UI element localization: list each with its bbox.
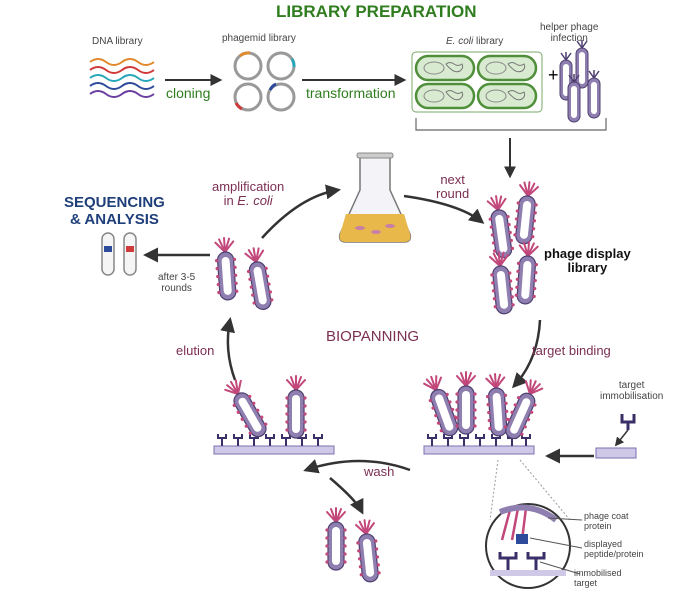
plus-sign: + (548, 65, 559, 85)
phagemid-library-graphic (233, 51, 296, 112)
sequencing-analysis-title: SEQUENCING & ANALYSIS (64, 194, 165, 228)
dna-library-label: DNA library (92, 36, 143, 47)
ecoli-italic: E. coli (446, 36, 474, 47)
ecoli-library-graphic (411, 51, 543, 113)
transformation-label: transformation (306, 85, 396, 101)
target-immobilisation-label: target immobilisation (600, 380, 664, 402)
library-bracket (415, 118, 607, 131)
amplification-line1: amplification (212, 179, 285, 194)
sequencing-tubes-icon (101, 232, 137, 276)
dna-library-graphic (89, 58, 155, 98)
phage-display-library-graphic (484, 179, 542, 316)
phage-coat-protein-label: phage coat protein (584, 511, 629, 531)
phagemid-library-label: phagemid library (222, 33, 296, 44)
washed-phages-graphic (324, 507, 383, 584)
cloning-label: cloning (166, 85, 211, 101)
ecoli-library-label: E. coli library (446, 36, 503, 47)
next-round-label: next round (436, 172, 470, 202)
helper-phage-graphic (559, 39, 601, 123)
target-binding-label: target binding (532, 343, 611, 358)
amplification-ecoli: E. coli (237, 193, 273, 209)
displayed-peptide-label: displayed peptide/protein (584, 539, 644, 559)
amplification-label: amplification in E. coli (212, 179, 285, 209)
wash-label: wash (364, 464, 395, 479)
amplification-phages-graphic (212, 236, 276, 313)
elution-surface-graphic (213, 375, 335, 455)
amplification-in: in (223, 193, 238, 209)
wash-down-arrow (329, 477, 364, 515)
flask-icon (338, 152, 412, 243)
target-binding-arrow (511, 319, 542, 389)
after-rounds-label: after 3-5 rounds (158, 272, 196, 294)
zoom-detail-graphic (485, 459, 583, 589)
biopanning-title: BIOPANNING (326, 328, 420, 345)
phage-display-library-label: phage display library (544, 246, 631, 276)
wash-arrow (303, 459, 411, 474)
library-preparation-title: LIBRARY PREPARATION (276, 2, 477, 21)
immobilised-target-label: immobilised target (574, 568, 622, 588)
next-round-arrow (403, 194, 485, 224)
elution-label: elution (176, 343, 215, 358)
binding-surface-graphic (420, 371, 547, 455)
to-flask-arrow (261, 184, 341, 239)
amplification-line2: in E. coli (212, 194, 284, 208)
ecoli-library-rest: library (473, 36, 504, 47)
target-immobilisation-graphic (595, 414, 637, 459)
helper-phage-label: helper phage infection (540, 22, 599, 44)
elution-arrow (220, 317, 237, 381)
